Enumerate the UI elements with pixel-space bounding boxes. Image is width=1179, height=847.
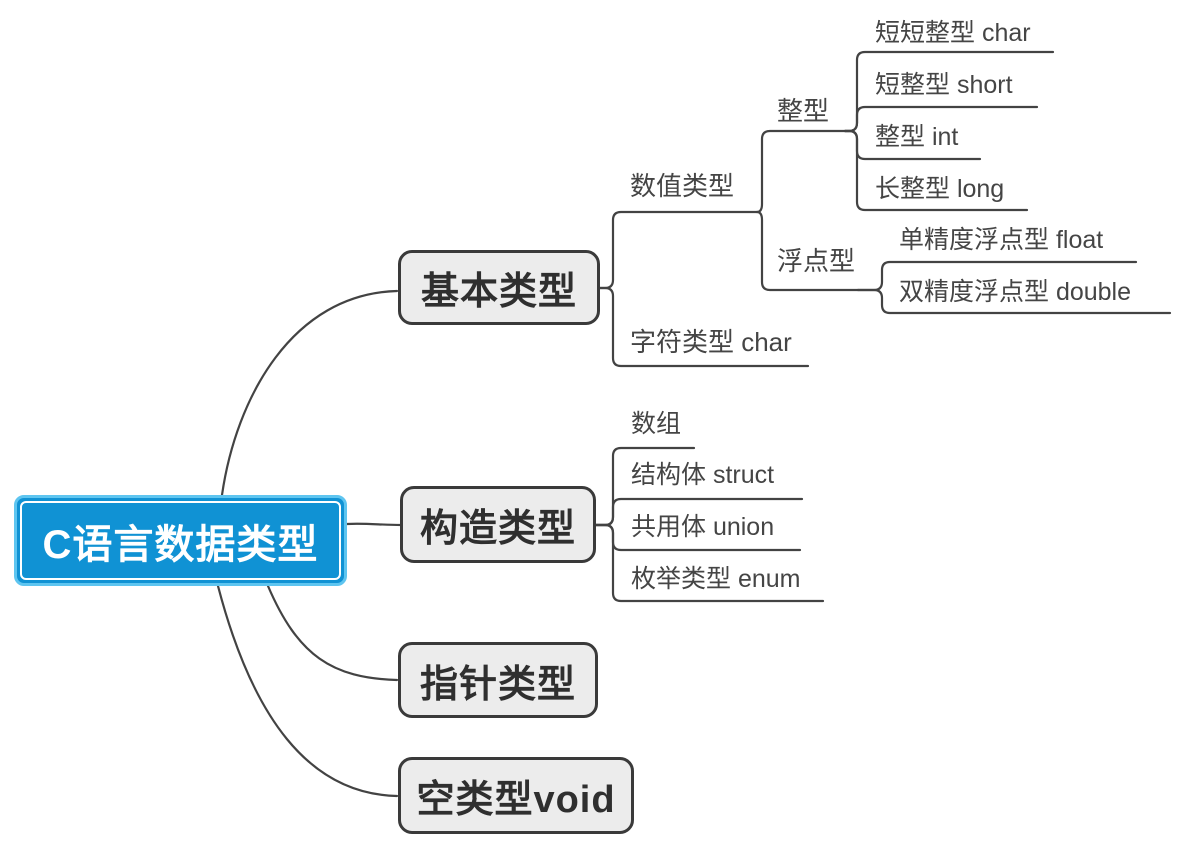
node-void-type[interactable]: 空类型void (398, 757, 634, 834)
node-compound-type[interactable]: 构造类型 (400, 486, 596, 563)
edge-basic-numeric (597, 210, 759, 290)
edge-numeric-float (755, 210, 860, 292)
node-void-type-label: 空类型void (416, 779, 616, 821)
leaf-struct[interactable]: 结构体 struct (631, 461, 775, 489)
leaf-array[interactable]: 数组 (631, 410, 682, 438)
leaf-long[interactable]: 长整型 long (875, 175, 1005, 203)
leaf-float[interactable]: 单精度浮点型 float (899, 226, 1104, 254)
node-root-label: C语言数据类型 (42, 522, 319, 567)
leaf-double[interactable]: 双精度浮点型 double (899, 278, 1132, 306)
edge-numeric-integer (755, 129, 847, 214)
node-pointer-type-label: 指针类型 (419, 663, 576, 706)
edge-basic-chartype (597, 286, 810, 368)
label-char-type[interactable]: 字符类型 char (630, 327, 792, 357)
leaf-union[interactable]: 共用体 union (631, 513, 775, 541)
edge-root-basic (220, 289, 399, 497)
leaf-short[interactable]: 短整型 short (875, 71, 1013, 99)
node-compound-type-label: 构造类型 (419, 508, 576, 550)
edge-float-double (856, 288, 1172, 315)
node-basic-type-label: 基本类型 (420, 271, 577, 313)
edge-root-compound (345, 522, 403, 527)
label-float-group[interactable]: 浮点型 (777, 246, 856, 276)
node-root[interactable]: C语言数据类型 (14, 495, 347, 586)
edge-integer-long (843, 129, 1029, 212)
edge-compound-enum (594, 523, 825, 603)
edge-root-pointer (266, 584, 399, 682)
label-numeric-type[interactable]: 数值类型 (630, 171, 735, 201)
leaf-shortshort-char[interactable]: 短短整型 char (875, 19, 1031, 47)
node-pointer-type[interactable]: 指针类型 (398, 642, 598, 718)
node-basic-type[interactable]: 基本类型 (398, 250, 600, 325)
edge-root-void (216, 584, 399, 798)
leaf-int[interactable]: 整型 int (875, 123, 959, 151)
label-integer-group[interactable]: 整型 (777, 96, 830, 126)
leaf-enum[interactable]: 枚举类型 enum (631, 565, 801, 593)
